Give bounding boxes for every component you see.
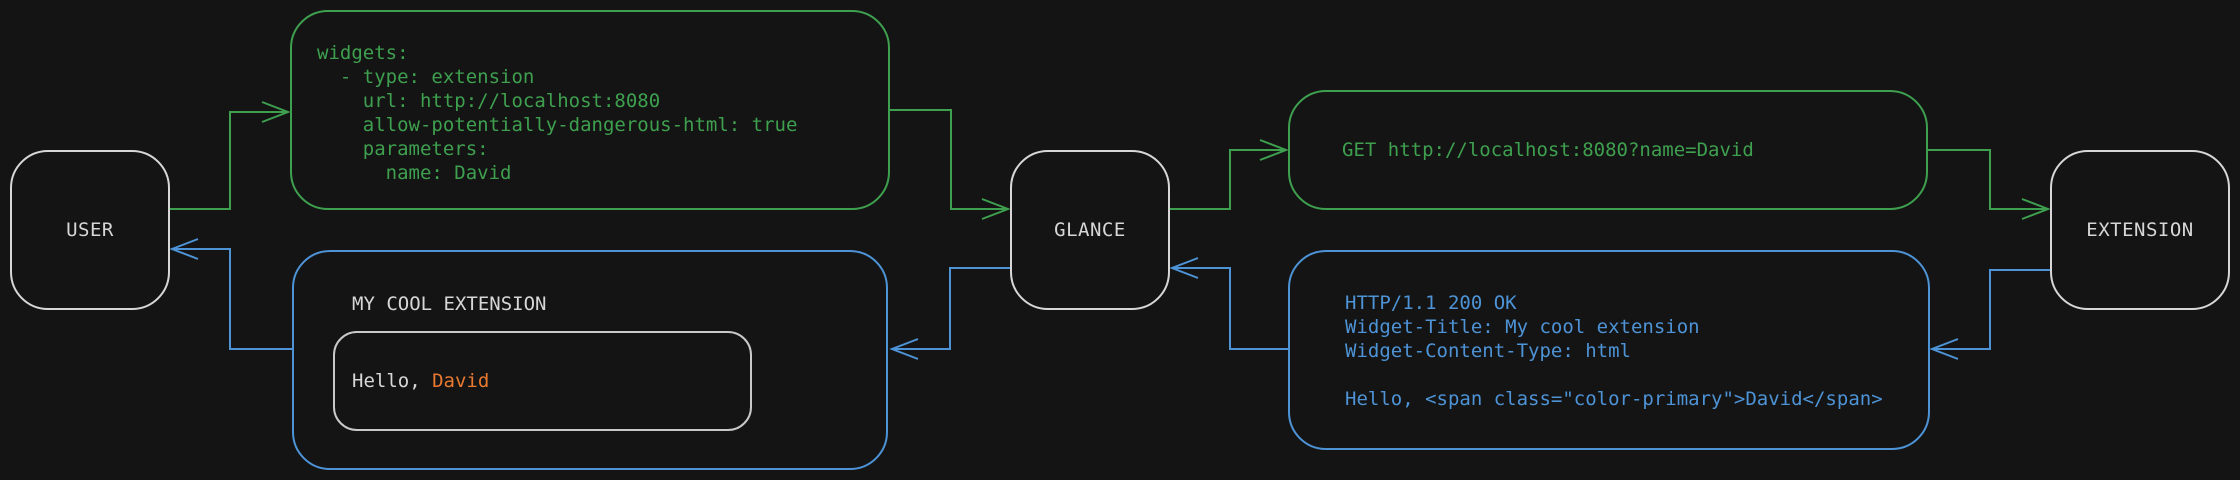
greeting-name: David: [432, 370, 490, 392]
rendered-widget-box: MY COOL EXTENSION Hello, David: [292, 250, 888, 470]
node-glance: GLANCE: [1010, 150, 1170, 310]
arrow-response-to-glance: [1169, 257, 1288, 350]
config-yaml-line: name: David: [317, 162, 512, 184]
http-request-line: GET http://localhost:8080?name=David: [1342, 139, 1754, 161]
node-extension-label: EXTENSION: [2086, 219, 2194, 241]
arrow-widget-to-user: [169, 238, 292, 350]
http-response-line: Hello, <span class="color-primary">David…: [1345, 388, 1883, 410]
config-yaml-line: - type: extension: [317, 66, 535, 88]
config-yaml-line: parameters:: [317, 138, 489, 160]
arrow-user-to-config: [170, 101, 291, 210]
http-request-box: GET http://localhost:8080?name=David: [1288, 90, 1928, 210]
http-response-line: Widget-Title: My cool extension: [1345, 316, 1700, 338]
node-user: USER: [10, 150, 170, 310]
config-yaml-box: widgets: - type: extension url: http://l…: [290, 10, 890, 210]
arrow-extension-to-response: [1929, 269, 2050, 360]
arrow-glance-to-request: [1170, 139, 1289, 210]
arrow-config-to-glance: [890, 109, 1011, 220]
widget-greeting-box: Hello, David: [333, 331, 752, 431]
arrow-glance-to-widget: [889, 267, 1010, 360]
arrow-request-to-extension: [1928, 149, 2051, 220]
http-response-line: Widget-Content-Type: html: [1345, 340, 1631, 362]
http-response-box: HTTP/1.1 200 OK Widget-Title: My cool ex…: [1288, 250, 1930, 450]
config-yaml-line: url: http://localhost:8080: [317, 90, 661, 112]
node-user-label: USER: [66, 219, 114, 241]
node-glance-label: GLANCE: [1054, 219, 1126, 241]
greeting-prefix: Hello,: [352, 370, 433, 392]
config-yaml-line: allow-potentially-dangerous-html: true: [317, 114, 798, 136]
http-response-line: [1345, 363, 1928, 387]
http-response-line: HTTP/1.1 200 OK: [1345, 292, 1517, 314]
widget-title: MY COOL EXTENSION: [352, 293, 547, 315]
node-extension: EXTENSION: [2050, 150, 2230, 310]
config-yaml-line: widgets:: [317, 42, 409, 64]
